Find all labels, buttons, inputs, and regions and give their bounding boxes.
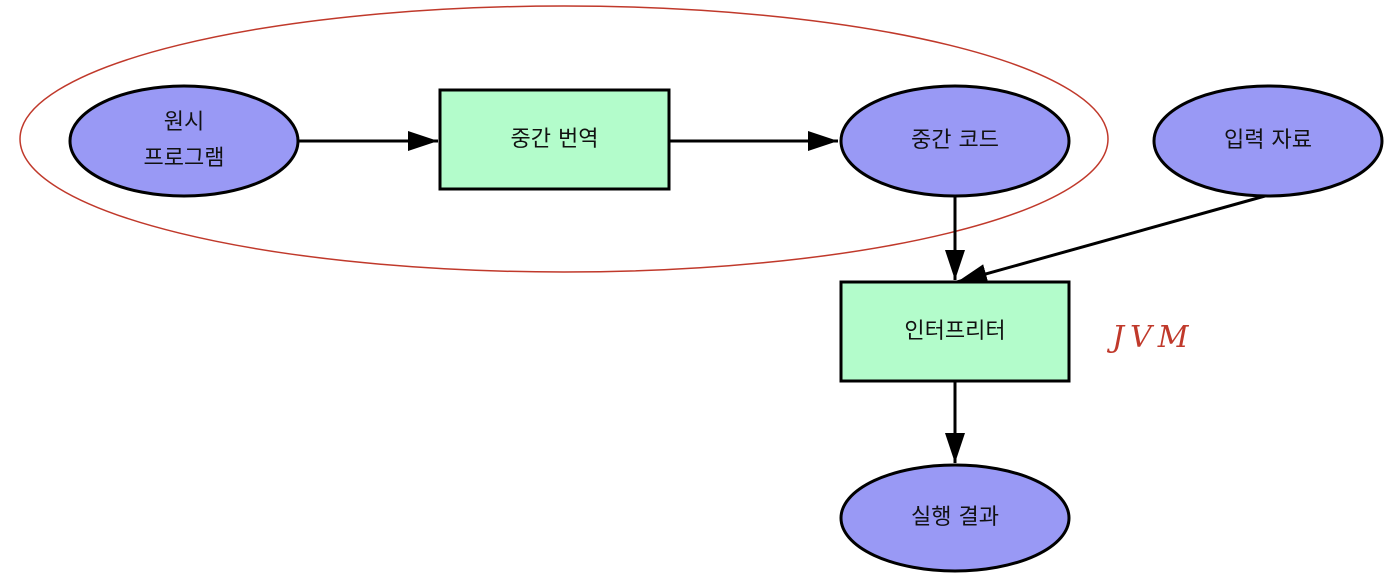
node-interpreter [839, 280, 1071, 383]
node-intermediate-code [839, 84, 1071, 198]
source-program-label-line2: 프로그램 [143, 146, 225, 171]
node-input-data [1152, 84, 1384, 198]
interpreter-label: 인터프리터 [904, 318, 1006, 344]
node-execution-result [839, 463, 1071, 573]
source-program-label-line1: 원시 [163, 110, 205, 135]
input-data-label: 입력 자료 [1224, 128, 1312, 153]
source-program-label: 원시 프로그램 [84, 96, 284, 186]
edge-input-to-interpreter [956, 194, 1266, 284]
jvm-annotation: JVM [1112, 320, 1195, 355]
intermediate-code-label: 중간 코드 [911, 128, 999, 153]
node-source-program [68, 84, 300, 198]
node-intermediate-translation [438, 88, 671, 191]
compile-stage-outline [19, 5, 1109, 273]
intermediate-translation-label: 중간 번역 [510, 126, 599, 152]
execution-result-label: 실행 결과 [911, 505, 999, 530]
